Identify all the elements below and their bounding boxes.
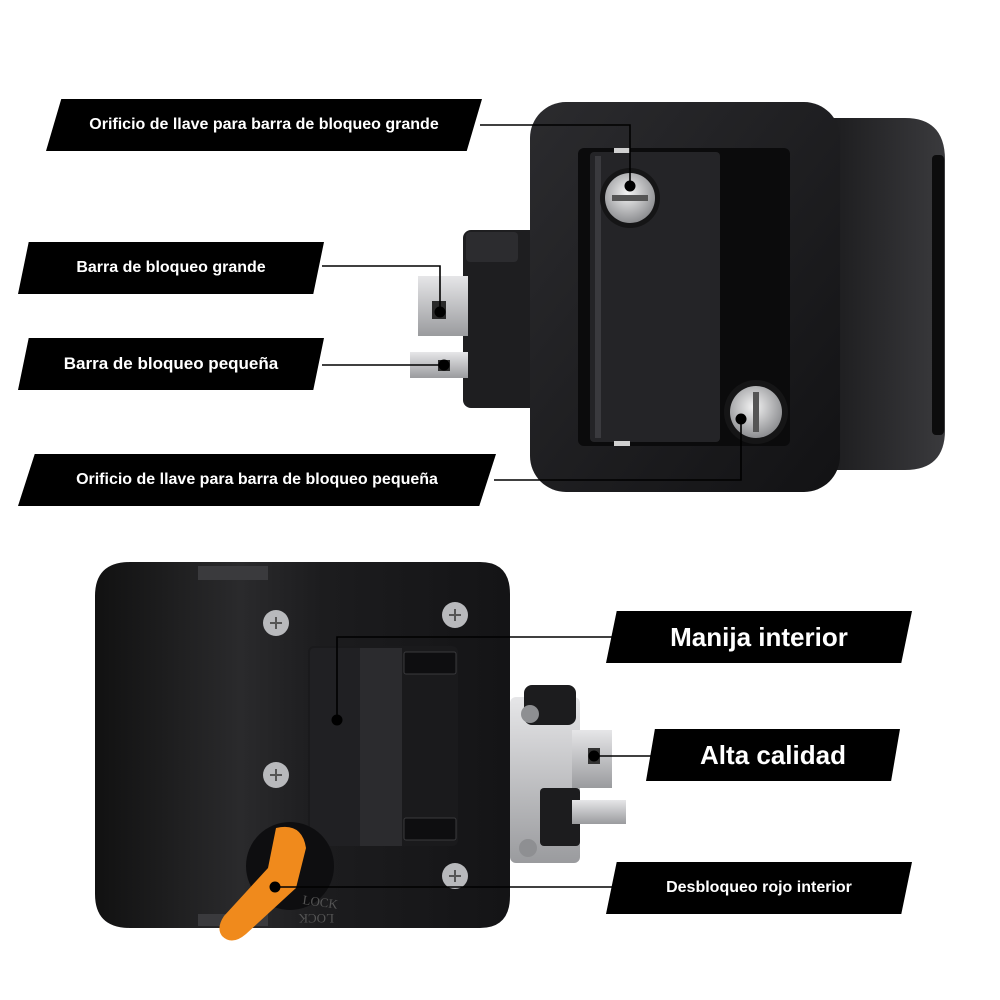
plate-top-tab: [198, 566, 268, 580]
screws: [263, 602, 468, 889]
interior-lock: LOCK LOCK: [95, 562, 626, 941]
label-key-small: Orificio de llave para barra de bloqueo …: [18, 454, 496, 506]
bottom-leader-lines: [275, 636, 652, 888]
dot-red-release: [269, 881, 281, 893]
dot-inner-handle: [331, 714, 343, 726]
dot-key-small: [735, 413, 747, 425]
label-red-release: Desbloqueo rojo interior: [606, 862, 912, 914]
inner-handle-edge: [360, 648, 402, 846]
top-leader-lines: [322, 124, 742, 481]
dot-quality: [588, 750, 600, 762]
leader-bar-large: [322, 265, 441, 310]
label-bar-large: Barra de bloqueo grande: [18, 242, 324, 294]
latch-dark-block-2: [540, 788, 580, 846]
dot-key-large: [624, 180, 636, 192]
label-inner-handle: Manija interior: [606, 611, 912, 663]
hinge-top: [403, 651, 457, 675]
latch-housing: [463, 230, 543, 408]
leader-key-small: [494, 421, 742, 481]
latch-housing-top: [466, 232, 518, 262]
orange-lever: [219, 826, 306, 941]
latch-screw-bottom: [519, 839, 537, 857]
leader-inner-handle: [336, 636, 612, 718]
exterior-lock: [410, 102, 945, 492]
side-flange: [820, 118, 945, 470]
latch-screw-top: [521, 705, 539, 723]
dot-bar-small: [438, 359, 450, 371]
leader-key-large: [480, 124, 631, 184]
bottom-leader-dots: [269, 714, 600, 893]
top-leader-dots: [434, 180, 747, 425]
keyway-large: [612, 195, 648, 201]
label-quality: Alta calidad: [646, 729, 900, 781]
flange-edge: [932, 155, 944, 435]
label-key-large: Orificio de llave para barra de bloqueo …: [46, 99, 482, 151]
paddle-pin-bottom: [614, 441, 630, 446]
hinge-bottom: [403, 817, 457, 841]
paddle-pin-top: [614, 148, 630, 153]
lever-marking-bottom: LOCK: [298, 911, 334, 926]
screw-slots: [270, 609, 461, 882]
dot-bar-large: [434, 306, 446, 318]
interior-small-bar: [572, 800, 626, 824]
keyway-small: [753, 392, 759, 432]
lever-marking-top: LOCK: [302, 892, 340, 912]
paddle-highlight: [595, 156, 601, 438]
label-bar-small: Barra de bloqueo pequeña: [18, 338, 324, 390]
